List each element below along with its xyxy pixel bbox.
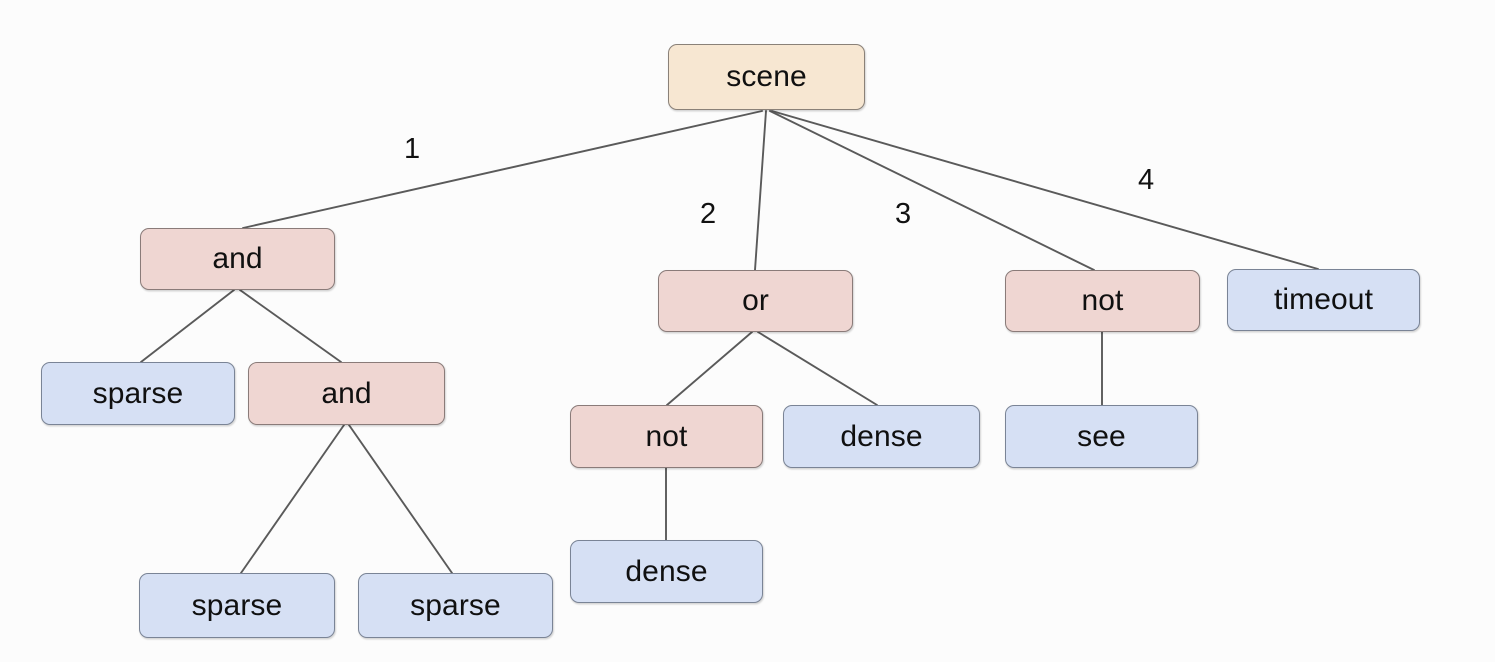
- tree-node-sparse2[interactable]: sparse: [139, 573, 335, 638]
- tree-node-see1[interactable]: see: [1005, 405, 1198, 468]
- tree-node-label: dense: [625, 554, 708, 588]
- tree-node-label: sparse: [410, 588, 501, 622]
- tree-node-dense2[interactable]: dense: [570, 540, 763, 603]
- tree-node-label: see: [1077, 419, 1126, 453]
- tree-node-label: not: [1081, 284, 1124, 317]
- tree-node-label: and: [212, 242, 263, 275]
- tree-node-and2[interactable]: and: [248, 362, 445, 425]
- tree-node-label: timeout: [1273, 283, 1374, 316]
- tree-node-label: scene: [726, 60, 807, 93]
- tree-node-label: sparse: [191, 588, 283, 622]
- tree-node-label: not: [645, 419, 688, 453]
- tree-node-dense1[interactable]: dense: [783, 405, 980, 468]
- edge-label-4: 4: [1138, 164, 1155, 196]
- tree-node-not2[interactable]: not: [570, 405, 763, 468]
- tree-node-scene[interactable]: scene: [668, 44, 865, 110]
- tree-node-label: dense: [840, 419, 923, 453]
- edge-label-2: 2: [700, 198, 717, 230]
- tree-node-label: sparse: [92, 376, 184, 410]
- tree-node-sparse1[interactable]: sparse: [41, 362, 235, 425]
- tree-node-label: or: [742, 284, 769, 317]
- tree-node-sparse3[interactable]: sparse: [358, 573, 553, 638]
- edge-label-1: 1: [404, 133, 421, 165]
- tree-node-not1[interactable]: not: [1005, 270, 1200, 332]
- tree-node-and1[interactable]: and: [140, 228, 335, 290]
- tree-node-or1[interactable]: or: [658, 270, 853, 332]
- tree-node-timeout1[interactable]: timeout: [1227, 269, 1420, 331]
- edge-label-3: 3: [895, 198, 912, 230]
- tree-node-label: and: [321, 376, 372, 410]
